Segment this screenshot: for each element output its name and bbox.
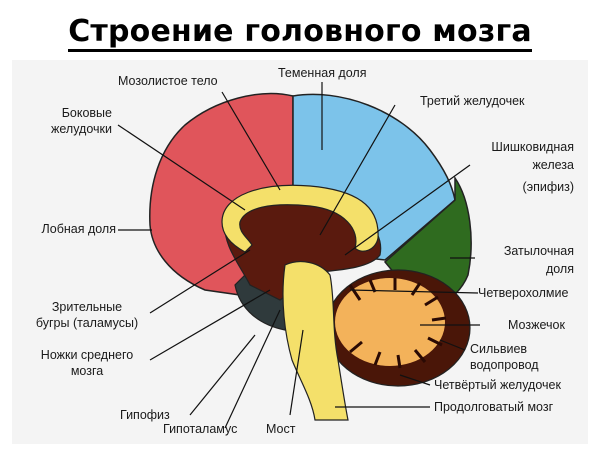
label-pons: Мост <box>266 422 296 436</box>
leader-lines <box>117 82 480 429</box>
brainstem-region <box>282 261 349 421</box>
label-fourth-ventricle: Четвёртый желудочек <box>434 378 561 392</box>
label-occipital-1: Затылочная <box>503 244 574 258</box>
label-aqueduct-1: Сильвиев <box>470 342 528 356</box>
label-thalamus-2: бугры (таламусы) <box>35 316 139 330</box>
label-third-ventricle: Третий желудочек <box>420 94 525 108</box>
label-thalamus-1: Зрительные <box>51 300 123 314</box>
title-text: Строение головного мозга <box>68 14 532 52</box>
label-medulla: Продолговатый мозг <box>434 400 554 414</box>
label-pineal-2: железа <box>532 158 574 172</box>
label-occipital-2: доля <box>545 262 574 276</box>
label-aqueduct-2: водопровод <box>470 358 539 372</box>
label-pineal-3: (эпифиз) <box>522 180 574 194</box>
cerebellum-folia <box>348 278 447 369</box>
label-peduncles-2: мозга <box>70 364 104 378</box>
label-parietal-lobe: Теменная доля <box>278 66 367 80</box>
label-lateral-ventricles-1: Боковые <box>61 106 112 120</box>
label-pineal-1: Шишковидная <box>491 140 574 154</box>
page-title: Строение головного мозга <box>0 14 600 52</box>
label-frontal-lobe: Лобная доля <box>41 222 116 236</box>
label-corpus-callosum: Мозолистое тело <box>118 74 218 88</box>
label-quadrigemina: Четверохолмие <box>478 286 569 300</box>
label-peduncles-1: Ножки среднего <box>40 348 134 362</box>
label-lateral-ventricles-2: желудочки <box>51 122 112 136</box>
label-hypothalamus: Гипоталамус <box>163 422 238 436</box>
cerebellum-inner <box>335 278 445 366</box>
label-cerebellum: Мозжечок <box>508 318 565 332</box>
label-pituitary: Гипофиз <box>120 408 170 422</box>
